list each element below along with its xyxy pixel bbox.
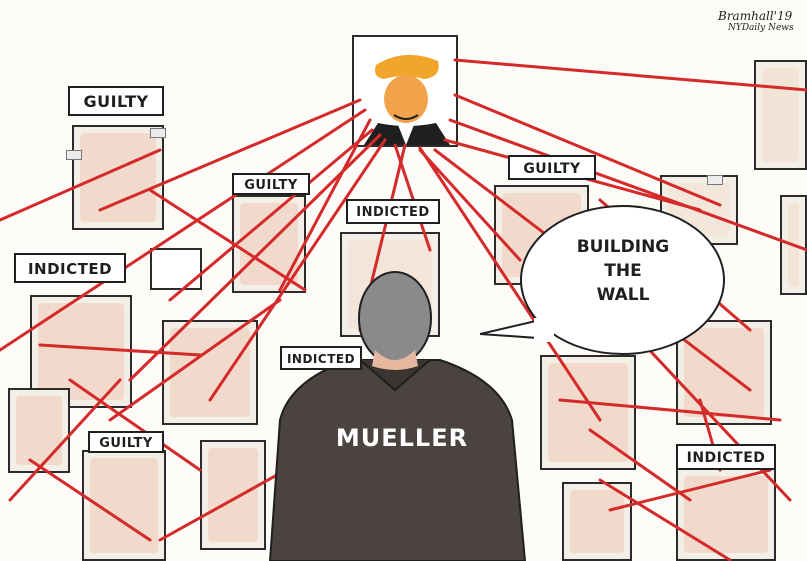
photo-7: [150, 248, 202, 290]
speech-bubble: [520, 205, 725, 355]
speech-bubble-tail: [480, 318, 554, 342]
speech-line-1: BUILDING: [576, 237, 670, 257]
speech-line-3: WALL: [596, 285, 650, 305]
guilty-tag: GUILTY: [68, 86, 164, 116]
trump-portrait: [364, 54, 450, 145]
photo-9: [82, 450, 166, 561]
photo-13: [562, 482, 632, 561]
tape: [707, 175, 723, 185]
guilty-tag: GUILTY: [508, 155, 596, 180]
jacket-label: MUELLER: [335, 424, 469, 452]
speech-bubble-text: BUILDING THE WALL: [548, 235, 698, 307]
indicted-tag: INDICTED: [14, 253, 126, 283]
guilty-tag: GUILTY: [232, 173, 310, 195]
tape: [66, 150, 82, 160]
signature-publication: NYDaily News: [728, 23, 794, 33]
guilty-tag: GUILTY: [88, 431, 164, 453]
photo-1: [72, 125, 164, 230]
speech-line-2: THE: [604, 261, 642, 281]
photo-14: [676, 468, 776, 561]
photo-trump: [352, 35, 458, 147]
artist-signature: Bramhall'19 NYDaily News: [718, 10, 802, 34]
signature-name: Bramhall'19: [718, 9, 793, 23]
photo-8: [8, 388, 70, 473]
tape: [150, 128, 166, 138]
indicted-tag: INDICTED: [280, 346, 362, 370]
indicted-tag: INDICTED: [346, 199, 440, 224]
photo-11: [540, 355, 636, 470]
mueller-figure: [268, 271, 527, 561]
photo-15: [754, 60, 807, 170]
photo-17: [780, 195, 807, 295]
indicted-tag: INDICTED: [676, 444, 776, 470]
